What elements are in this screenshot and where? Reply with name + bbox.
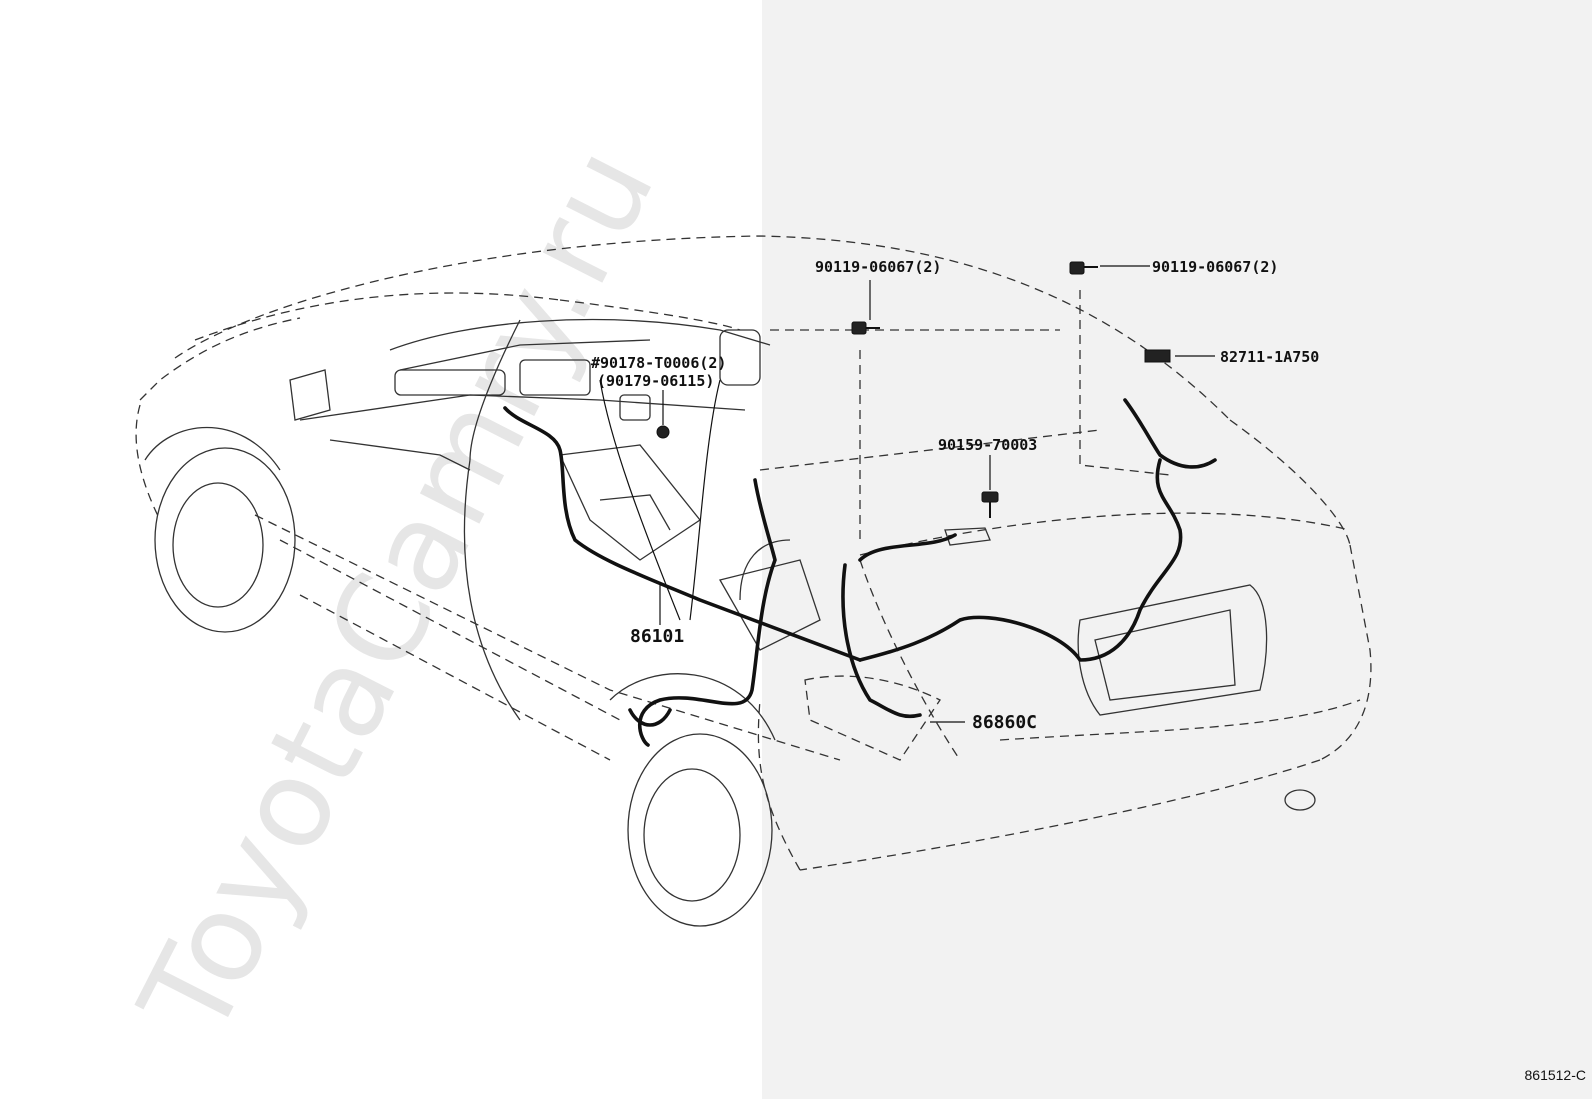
car-solid-details — [144, 318, 1316, 927]
part-label-90119-06067-b: 90119-06067(2) — [1152, 258, 1279, 276]
part-label-86860C: 86860C — [972, 712, 1038, 733]
clip-icon — [656, 425, 670, 439]
part-label-86101: 86101 — [630, 626, 685, 647]
part-label-82711-1A750: 82711-1A750 — [1220, 348, 1320, 366]
fastener-icons — [656, 261, 1171, 518]
diagram-code: 861512-C — [1524, 1067, 1587, 1083]
bolt-icon — [1069, 261, 1098, 275]
part-label-90119-06067-a: 90119-06067(2) — [815, 258, 942, 276]
bolt-icon — [851, 321, 880, 335]
clip-icon — [1144, 349, 1171, 363]
wire-harness — [503, 398, 1217, 747]
leader-lines — [599, 265, 1215, 723]
part-label-90179-06115: (90179-06115) — [597, 372, 715, 390]
screw-icon — [981, 491, 999, 518]
part-label-90159-70003: 90159-70003 — [938, 436, 1038, 454]
part-label-90178-T0006: #90178-T0006(2) — [591, 354, 727, 372]
car-body-outline — [135, 235, 1372, 871]
